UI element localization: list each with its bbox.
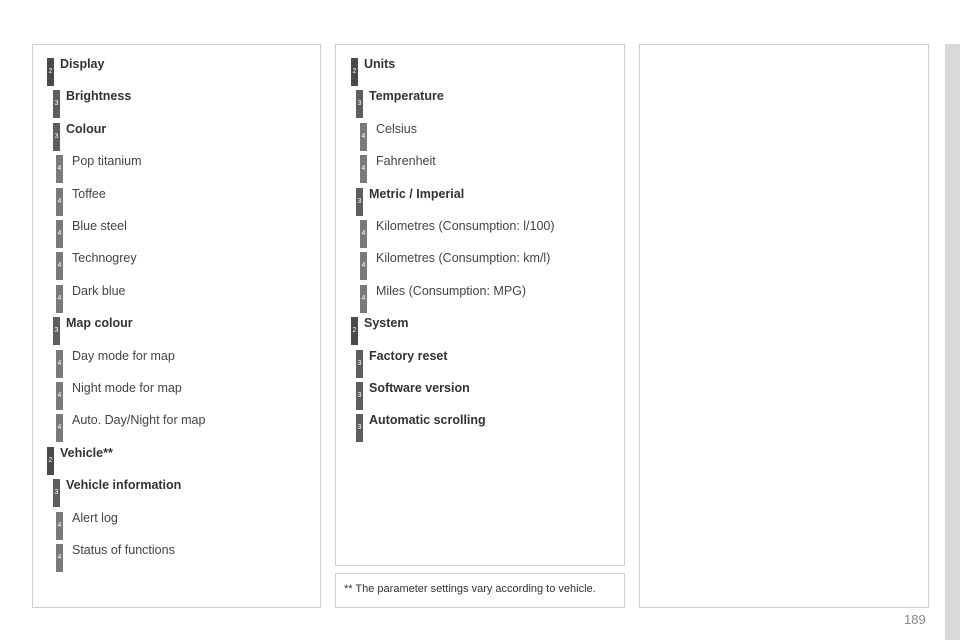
level-badge: 4: [56, 188, 63, 216]
menu-item-label: Technogrey: [72, 251, 137, 265]
menu-item-label: Factory reset: [369, 349, 448, 363]
menu-item-label: Brightness: [66, 89, 132, 103]
footnote-text: ** The parameter settings vary according…: [344, 583, 596, 595]
menu-item-label: Temperature: [369, 89, 444, 103]
level-badge: 4: [360, 155, 367, 183]
menu-item-label: Map colour: [66, 316, 133, 330]
level-badge: 3: [53, 317, 60, 345]
level-badge: 4: [56, 544, 63, 572]
level-badge: 4: [360, 220, 367, 248]
level-badge: 4: [56, 285, 63, 313]
menu-item-label: Toffee: [72, 187, 106, 201]
level-badge: 3: [53, 479, 60, 507]
level-badge: 3: [356, 414, 363, 442]
level-badge: 4: [56, 414, 63, 442]
footnote-box: ** The parameter settings vary according…: [335, 573, 625, 608]
level-badge: 4: [360, 252, 367, 280]
level-badge: 3: [356, 382, 363, 410]
menu-item-label: Vehicle**: [60, 446, 113, 460]
menu-item-label: Colour: [66, 122, 107, 136]
page-number: 189: [904, 612, 926, 627]
menu-item-label: Celsius: [376, 122, 417, 136]
level-badge: 3: [53, 123, 60, 151]
menu-item-label: Units: [364, 57, 396, 71]
level-badge: 3: [356, 188, 363, 216]
level-badge: 4: [56, 155, 63, 183]
level-badge: 2: [47, 58, 54, 86]
menu-item-label: System: [364, 316, 409, 330]
menu-item-label: Status of functions: [72, 543, 175, 557]
menu-item-label: Dark blue: [72, 284, 126, 298]
level-badge: 4: [56, 350, 63, 378]
menu-item-label: Blue steel: [72, 219, 127, 233]
middle-menu-panel: [335, 44, 625, 566]
menu-item-label: Metric / Imperial: [369, 187, 465, 201]
menu-item-label: Software version: [369, 381, 470, 395]
level-badge: 4: [56, 220, 63, 248]
level-badge: 3: [356, 350, 363, 378]
menu-item-label: Automatic scrolling: [369, 413, 486, 427]
menu-item-label: Fahrenheit: [376, 154, 436, 168]
menu-item-label: Kilometres (Consumption: l/100): [376, 219, 555, 233]
level-badge: 4: [56, 512, 63, 540]
level-badge: 4: [360, 285, 367, 313]
blank-right-panel: [639, 44, 929, 608]
page-edge-strip: [945, 44, 960, 640]
menu-item-label: Vehicle information: [66, 478, 182, 492]
menu-item-label: Kilometres (Consumption: km/l): [376, 251, 551, 265]
level-badge: 3: [356, 90, 363, 118]
menu-item-label: Miles (Consumption: MPG): [376, 284, 527, 298]
menu-item-label: Pop titanium: [72, 154, 142, 168]
level-badge: 2: [47, 447, 54, 475]
left-menu-panel: [32, 44, 321, 608]
level-badge: 4: [56, 382, 63, 410]
level-badge: 4: [56, 252, 63, 280]
level-badge: 2: [351, 58, 358, 86]
menu-item-label: Auto. Day/Night for map: [72, 413, 206, 427]
level-badge: 3: [53, 90, 60, 118]
level-badge: 4: [360, 123, 367, 151]
menu-item-label: Night mode for map: [72, 381, 182, 395]
menu-item-label: Day mode for map: [72, 349, 175, 363]
level-badge: 2: [351, 317, 358, 345]
menu-item-label: Display: [60, 57, 105, 71]
menu-item-label: Alert log: [72, 511, 118, 525]
